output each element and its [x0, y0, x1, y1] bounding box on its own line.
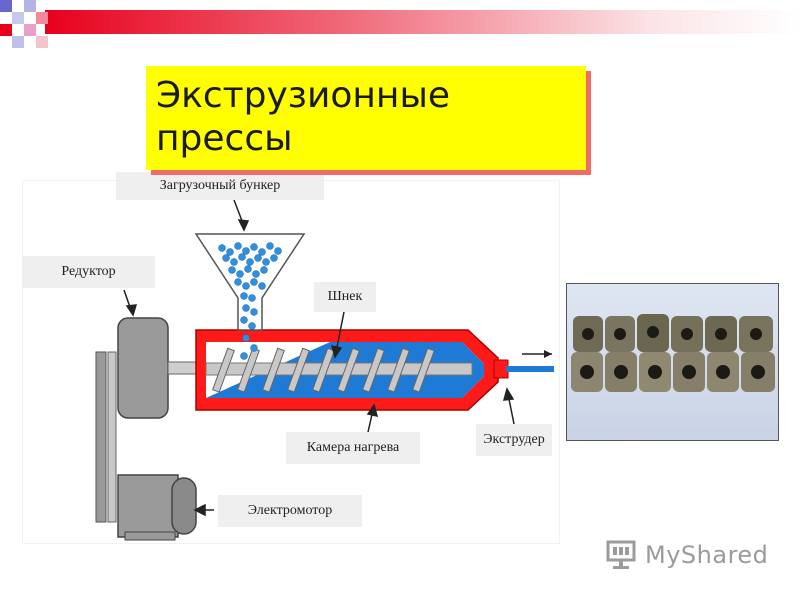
feed-hopper — [194, 233, 306, 331]
label-screw: Шнек — [314, 282, 376, 312]
decor-square — [36, 12, 48, 24]
label-motor: Электромотор — [218, 495, 362, 527]
decor-square — [12, 12, 24, 24]
slide-title: Экструзионные прессы — [156, 75, 451, 159]
header-gradient-bar — [45, 10, 800, 34]
extruder-nozzle — [493, 359, 509, 379]
label-heating-chamber: Камера нагрева — [286, 432, 420, 464]
monitor-logo-icon — [606, 540, 636, 569]
drive-belt — [95, 351, 117, 523]
callout-arrows — [123, 199, 515, 517]
output-arrow — [522, 350, 552, 358]
slide-title-box: Экструзионные прессы — [146, 66, 586, 170]
decor-square — [0, 24, 12, 36]
label-hopper: Загрузочный бункер — [116, 172, 324, 200]
decor-square — [24, 24, 36, 36]
reducer-body — [117, 317, 169, 419]
header-decor-band — [0, 0, 800, 50]
briquettes-photo — [566, 283, 779, 441]
watermark: MyShared — [605, 535, 768, 575]
decor-square — [24, 0, 36, 12]
decor-square — [0, 0, 12, 12]
extruded-output — [506, 366, 554, 372]
label-reducer: Редуктор — [22, 256, 155, 288]
decor-square — [36, 36, 48, 48]
decor-square — [12, 36, 24, 48]
screw-flights — [212, 347, 435, 393]
electric-motor — [117, 474, 197, 541]
hopper-pellets — [218, 242, 282, 360]
briquettes-photo-drawing — [567, 284, 778, 440]
label-extruder: Экструдер — [476, 424, 552, 456]
watermark-text: MyShared — [645, 541, 769, 569]
